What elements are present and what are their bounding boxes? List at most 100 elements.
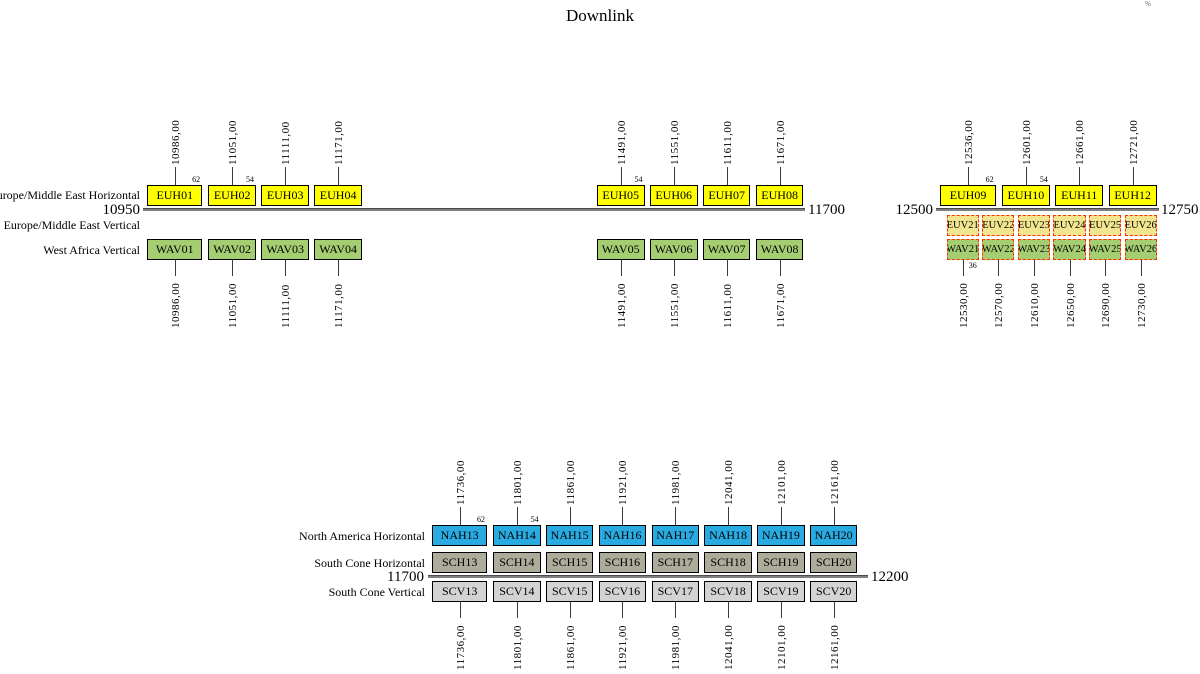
channel-nah19: NAH19 (757, 525, 805, 546)
freq-label: 11671,00 (774, 283, 787, 328)
freq-label: 11051,00 (227, 283, 240, 328)
freq-label: 12661,00 (1074, 119, 1087, 165)
freq-label: 12041,00 (723, 624, 736, 670)
channel-euh08: EUH08 (755, 185, 804, 206)
bandwidth-note: 54 (246, 175, 255, 184)
channel-wav05: WAV05 (596, 239, 645, 260)
row-label-europe-middle-east-horizontal: Europe/Middle East Horizontal (0, 188, 140, 202)
channel-scv17: SCV17 (651, 581, 700, 602)
freq-label: 11921,00 (617, 460, 630, 505)
channel-sch13: SCH13 (432, 552, 487, 573)
freq-label: 12530,00 (957, 282, 970, 328)
freq-label: 12041,00 (723, 459, 736, 505)
freq-tick (1069, 260, 1071, 276)
channel-euv26: EUV26 (1124, 215, 1157, 236)
freq-tick (1132, 167, 1134, 185)
channel-wav22: WAV22 (982, 239, 1015, 260)
channel-wav21: WAV21 (946, 239, 979, 260)
freq-tick (673, 260, 675, 276)
axis-label-bottom-end: 12200 (871, 569, 909, 585)
channel-euh01: EUH01 (147, 185, 203, 206)
channel-scv15: SCV15 (545, 581, 594, 602)
channel-sch17: SCH17 (651, 552, 700, 573)
row-label-north-america-horizontal: North America Horizontal (299, 529, 425, 543)
channel-nah18: NAH18 (704, 525, 752, 546)
freq-label: 12721,00 (1127, 119, 1140, 165)
freq-tick (1025, 167, 1027, 185)
freq-label: 12570,00 (993, 282, 1006, 328)
bandwidth-note: 54 (1039, 175, 1048, 184)
freq-tick (780, 602, 782, 618)
freq-tick (516, 602, 518, 618)
bandwidth-note: 62 (476, 515, 485, 524)
channel-scv14: SCV14 (493, 581, 541, 602)
freq-tick (569, 602, 571, 618)
freq-label: 11736,00 (454, 460, 467, 505)
channel-nah16: NAH16 (598, 525, 647, 546)
channel-nah15: NAH15 (545, 525, 594, 546)
freq-label: 11171,00 (333, 120, 346, 165)
freq-label: 11171,00 (333, 283, 346, 328)
freq-label: 11801,00 (511, 460, 524, 505)
freq-label: 10986,00 (169, 119, 182, 165)
freq-label: 11051,00 (227, 120, 240, 165)
freq-label: 11861,00 (564, 460, 577, 505)
channel-euh11: EUH11 (1055, 185, 1104, 206)
freq-label: 11611,00 (721, 283, 734, 328)
channel-euv24: EUV24 (1053, 215, 1086, 236)
freq-label: 11861,00 (564, 625, 577, 670)
freq-label: 12161,00 (828, 624, 841, 670)
channel-sch14: SCH14 (493, 552, 541, 573)
freq-tick (622, 602, 624, 618)
channel-nah20: NAH20 (809, 525, 858, 546)
freq-tick (516, 507, 518, 525)
freq-tick (1079, 167, 1081, 185)
freq-tick (620, 260, 622, 276)
channel-euh05: EUH05 (596, 185, 645, 206)
freq-tick (728, 602, 730, 618)
channel-nah17: NAH17 (651, 525, 700, 546)
freq-tick (232, 167, 234, 185)
channel-wav03: WAV03 (261, 239, 309, 260)
axis-line-bottom (428, 576, 868, 578)
channel-scv16: SCV16 (598, 581, 647, 602)
channel-euh10: EUH10 (1001, 185, 1050, 206)
freq-tick (1105, 260, 1107, 276)
channel-euh12: EUH12 (1108, 185, 1157, 206)
channel-euh07: EUH07 (702, 185, 751, 206)
freq-tick (675, 507, 677, 525)
axis-label-top-right-end: 12750 (1161, 202, 1199, 218)
channel-wav02: WAV02 (208, 239, 256, 260)
channel-sch19: SCH19 (757, 552, 805, 573)
freq-tick (726, 167, 728, 185)
freq-tick (459, 602, 461, 618)
bandwidth-note: 62 (985, 175, 994, 184)
row-label-europe-middle-east-vertical: Europe/Middle East Vertical (3, 218, 140, 232)
freq-tick (779, 167, 781, 185)
freq-tick (673, 167, 675, 185)
channel-sch15: SCH15 (545, 552, 594, 573)
freq-label: 12650,00 (1064, 282, 1077, 328)
freq-tick (726, 260, 728, 276)
freq-tick (459, 507, 461, 525)
freq-label: 11921,00 (617, 625, 630, 670)
diagram-title: Downlink (566, 6, 634, 25)
freq-tick (779, 260, 781, 276)
freq-label: 11491,00 (615, 120, 628, 165)
freq-label: 12536,00 (963, 119, 976, 165)
channel-wav04: WAV04 (314, 239, 362, 260)
channel-euv22: EUV22 (982, 215, 1015, 236)
freq-label: 11551,00 (668, 283, 681, 328)
freq-label: 11111,00 (280, 121, 293, 165)
freq-tick (833, 507, 835, 525)
freq-label: 11111,00 (280, 284, 293, 328)
channel-sch16: SCH16 (598, 552, 647, 573)
channel-sch20: SCH20 (809, 552, 858, 573)
axis-label-top-left-end: 11700 (808, 202, 845, 218)
channel-euh04: EUH04 (314, 185, 362, 206)
freq-tick (675, 602, 677, 618)
channel-wav24: WAV24 (1053, 239, 1086, 260)
channel-euh09: EUH09 (940, 185, 996, 206)
axis-label-top-left-start: 10950 (102, 202, 141, 218)
